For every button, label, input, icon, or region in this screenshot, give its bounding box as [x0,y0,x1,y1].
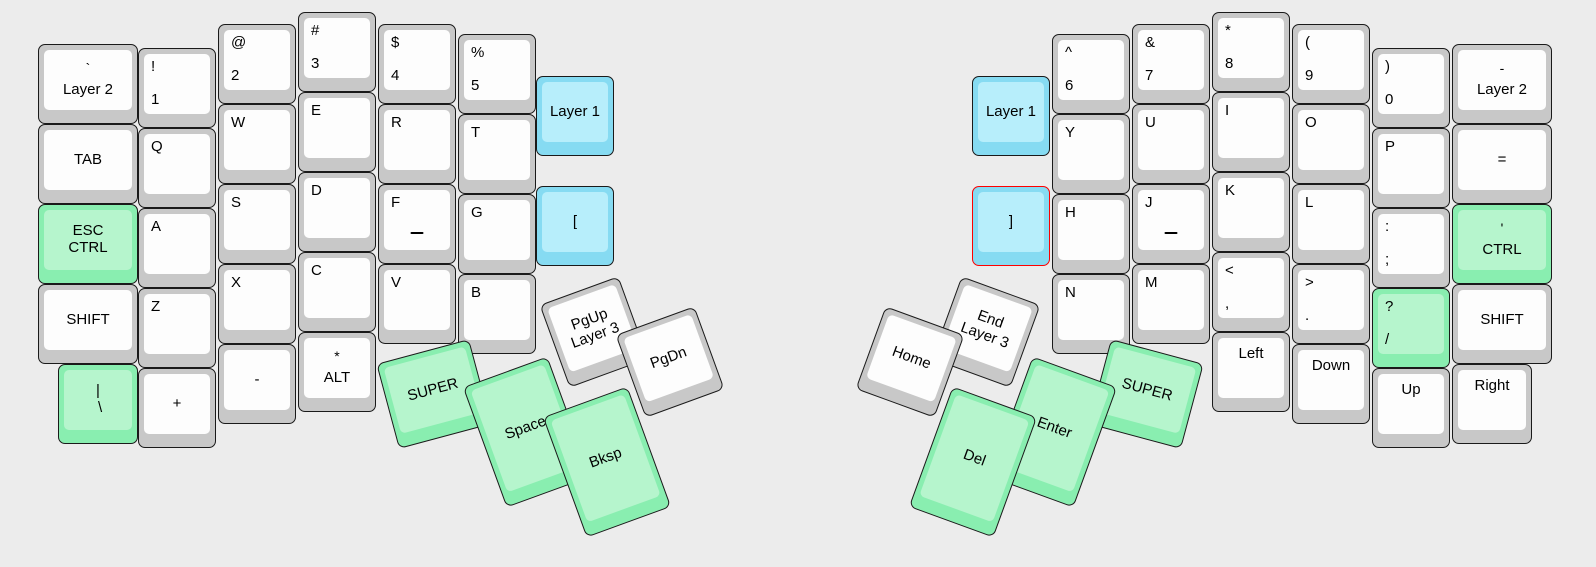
key-l-c1-r3[interactable]: Z [138,288,216,368]
key-legend-primary: Home [889,342,934,373]
keycap-surface: G [464,200,530,260]
key-l-c5-r0[interactable]: %5 [458,34,536,114]
key-r-c4-r1[interactable]: U [1132,104,1210,184]
key-r-c4-r3[interactable]: M [1132,264,1210,344]
keycap-surface: P [1378,134,1444,194]
key-r-c2-r0[interactable]: (9 [1292,24,1370,104]
keycap-surface: [ [542,192,608,252]
key-r-c3-r3[interactable]: <, [1212,252,1290,332]
key-l-c5-r3[interactable]: B [458,274,536,354]
key-r-c6-r1[interactable]: ] [972,186,1050,266]
key-r-c2-r3[interactable]: >. [1292,264,1370,344]
keycap-surface: B [464,280,530,340]
keycap-surface: - [224,350,290,410]
key-r-c2-r2[interactable]: L [1292,184,1370,264]
key-r-c3-r1[interactable]: I [1212,92,1290,172]
key-r-c3-r2[interactable]: K [1212,172,1290,252]
key-r-c1-r1[interactable]: P [1372,128,1450,208]
key-legend-primary: Del [961,445,989,470]
key-l-c0-r0[interactable]: `Layer 2 [38,44,138,124]
key-legend-primary: End Layer 3 [958,306,1012,352]
keycap-surface: Home [865,313,957,403]
keycap-surface: ?/ [1378,294,1444,354]
keycap-surface: )0 [1378,54,1444,114]
homing-bump-icon [1164,232,1178,234]
key-l-c1-r2[interactable]: A [138,208,216,288]
keycap-surface: V [384,270,450,330]
key-l-c1-r0[interactable]: !1 [138,48,216,128]
key-l-c6-r1[interactable]: [ [536,186,614,266]
key-r-c4-r0[interactable]: &7 [1132,24,1210,104]
homing-bump-icon [410,232,424,234]
key-r-c3-r4[interactable]: Left [1212,332,1290,412]
key-l-c3-r4[interactable]: *ALT [298,332,376,412]
key-legend-primary: Enter [1034,413,1075,442]
key-l-c2-r4[interactable]: - [218,344,296,424]
keycap-surface: ] [978,192,1044,252]
key-l-c5-r2[interactable]: G [458,194,536,274]
key-r-c0-r0[interactable]: -Layer 2 [1452,44,1552,124]
key-l-c4-r3[interactable]: V [378,264,456,344]
keycap-surface: Del [919,394,1030,523]
key-l-c2-r2[interactable]: S [218,184,296,264]
key-l-c2-r0[interactable]: @2 [218,24,296,104]
key-r-c1-r3[interactable]: ?/ [1372,288,1450,368]
key-r-c2-r4[interactable]: Down [1292,344,1370,424]
key-r-c1-r0[interactable]: )0 [1372,48,1450,128]
key-r-c1-r2[interactable]: :; [1372,208,1450,288]
key-r-c4-r2[interactable]: J [1132,184,1210,264]
key-legend-primary: SUPER [1120,374,1175,405]
key-l-c2-r3[interactable]: X [218,264,296,344]
key-r-c1-r4[interactable]: Up [1372,368,1450,448]
key-l-c0-r4[interactable]: | \ [58,364,138,444]
keycap-surface: + [144,374,210,434]
key-l-c1-r4[interactable]: + [138,368,216,448]
key-r-c0-r3[interactable]: SHIFT [1452,284,1552,364]
key-l-c3-r2[interactable]: D [298,172,376,252]
key-r-c0-r1[interactable]: = [1452,124,1552,204]
key-l-c3-r3[interactable]: C [298,252,376,332]
keycap-surface: J [1138,190,1204,250]
key-l-c6-r0[interactable]: Layer 1 [536,76,614,156]
key-r-c0-r2[interactable]: 'CTRL [1452,204,1552,284]
key-l-c1-r1[interactable]: Q [138,128,216,208]
keycap-surface: N [1058,280,1124,340]
